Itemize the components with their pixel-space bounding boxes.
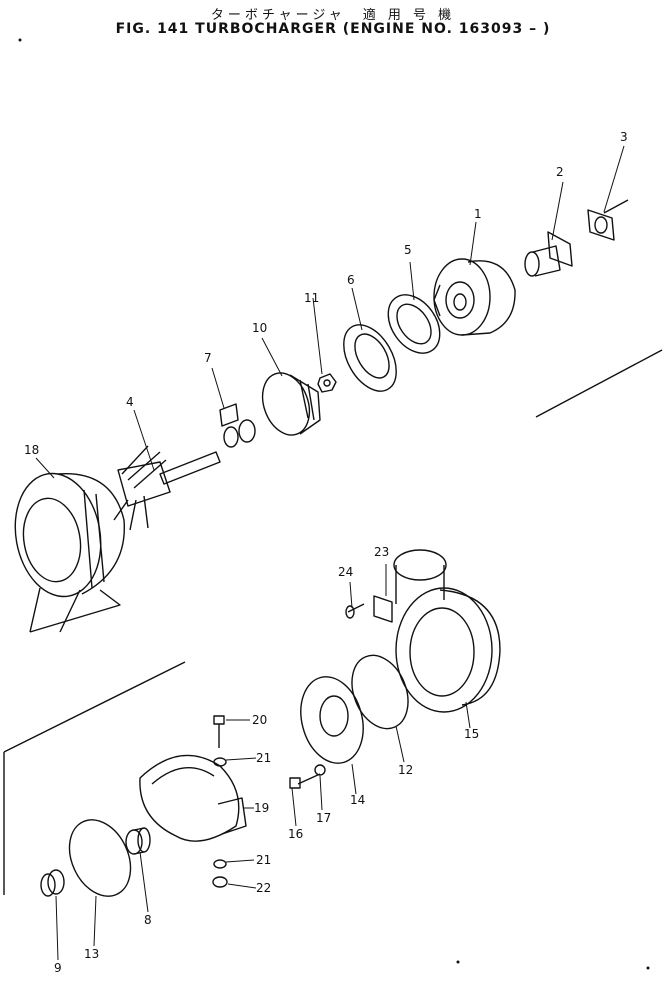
part-label: 6 <box>347 273 355 287</box>
figure-title-japanese: ターボチャージャ 適 用 号 機 <box>210 8 456 23</box>
part-label: 23 <box>374 545 389 559</box>
part-15-compressor-housing <box>393 549 501 713</box>
part-label: 20 <box>252 713 267 727</box>
part-label: 10 <box>252 321 267 335</box>
part-24-bolt <box>345 603 365 619</box>
part-label: 24 <box>338 565 353 579</box>
part-label: 21 <box>256 853 271 867</box>
part-label: 18 <box>24 443 39 457</box>
part-label: 8 <box>144 913 152 927</box>
part-label: 13 <box>84 947 99 961</box>
assembly-line-left <box>29 587 121 633</box>
part-label: 4 <box>126 395 134 409</box>
part-10-compressor-wheel <box>261 372 321 436</box>
assembly-line-top <box>603 199 629 214</box>
scan-dots <box>18 38 650 970</box>
part-label: 5 <box>404 243 412 257</box>
part-21-washer-lower <box>213 859 227 869</box>
part-label: 1 <box>474 207 482 221</box>
part-11-nut <box>317 373 337 393</box>
part-23-gasket <box>373 595 393 623</box>
part-4-turbine-shaft <box>113 445 221 531</box>
figure-title: FIG. 141 TURBOCHARGER (ENGINE NO. 163093… <box>115 21 551 37</box>
part-17-washer <box>314 764 326 776</box>
part-2-pipe <box>524 231 573 277</box>
part-14-back-plate <box>300 676 364 764</box>
part-label: 19 <box>254 801 269 815</box>
assembly-line-upper-right <box>535 349 663 418</box>
part-label: 15 <box>464 727 479 741</box>
part-3-gasket <box>587 209 615 241</box>
part-labels: 1 2 3 4 5 6 7 8 9 10 11 12 13 14 15 16 1… <box>24 130 628 975</box>
part-label: 14 <box>350 793 365 807</box>
leader-lines <box>35 145 625 961</box>
part-7-seal-set <box>219 403 256 448</box>
part-label: 17 <box>316 811 331 825</box>
part-label: 7 <box>204 351 212 365</box>
part-13-o-ring <box>68 819 132 897</box>
part-12-o-ring <box>351 654 409 730</box>
part-5-ring <box>387 294 441 354</box>
part-label: 9 <box>54 961 62 975</box>
part-label: 11 <box>304 291 319 305</box>
part-label: 21 <box>256 751 271 765</box>
part-22-nut <box>212 876 228 888</box>
part-21-washer-upper <box>213 757 227 767</box>
part-1-center-housing <box>433 258 516 336</box>
part-label: 3 <box>620 130 628 144</box>
part-20-bolt <box>213 715 225 748</box>
part-label: 12 <box>398 763 413 777</box>
part-6-plate <box>343 324 397 392</box>
part-8-sleeve <box>125 827 151 855</box>
part-16-bolt <box>289 773 321 789</box>
part-label: 16 <box>288 827 303 841</box>
part-label: 22 <box>256 881 271 895</box>
part-19-clamp <box>139 754 247 842</box>
part-9-nut <box>40 869 65 897</box>
part-18-turbine-housing <box>14 472 125 598</box>
part-label: 2 <box>556 165 564 179</box>
assembly-line-lower-left <box>3 661 186 895</box>
